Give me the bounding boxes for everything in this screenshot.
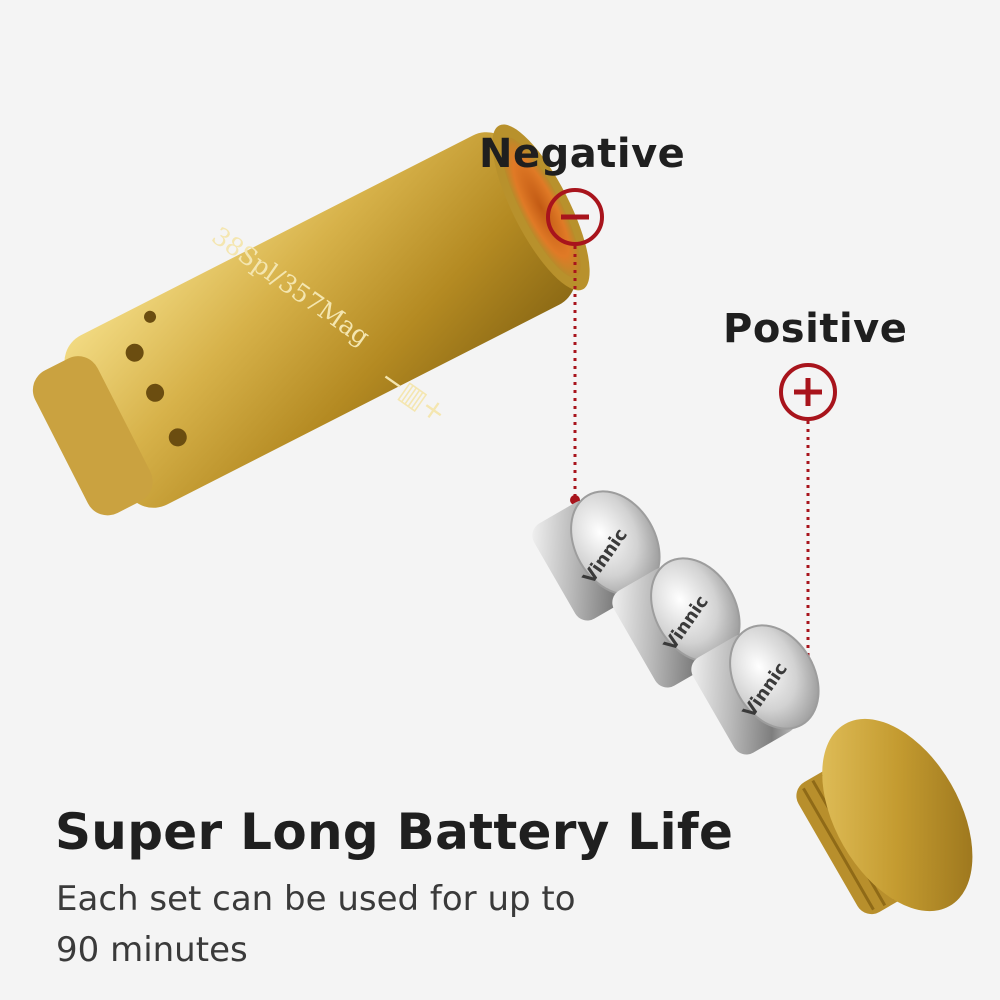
plus-circle-icon (779, 363, 837, 421)
battery-3: Vinnic (691, 624, 820, 755)
battery-2: Vinnic (612, 557, 741, 688)
brass-casing: 38Spl/357Mag −▥+ (32, 124, 590, 516)
subline: Each set can be used for up to 90 minute… (56, 879, 576, 970)
positive-pointer (779, 363, 837, 669)
battery-1: Vinnic (532, 490, 661, 621)
headline: Super Long Battery Life (55, 803, 734, 861)
positive-label: Positive (723, 306, 908, 352)
negative-label: Negative (479, 131, 686, 177)
minus-circle-icon (546, 188, 604, 246)
brass-end-cap (796, 718, 973, 915)
